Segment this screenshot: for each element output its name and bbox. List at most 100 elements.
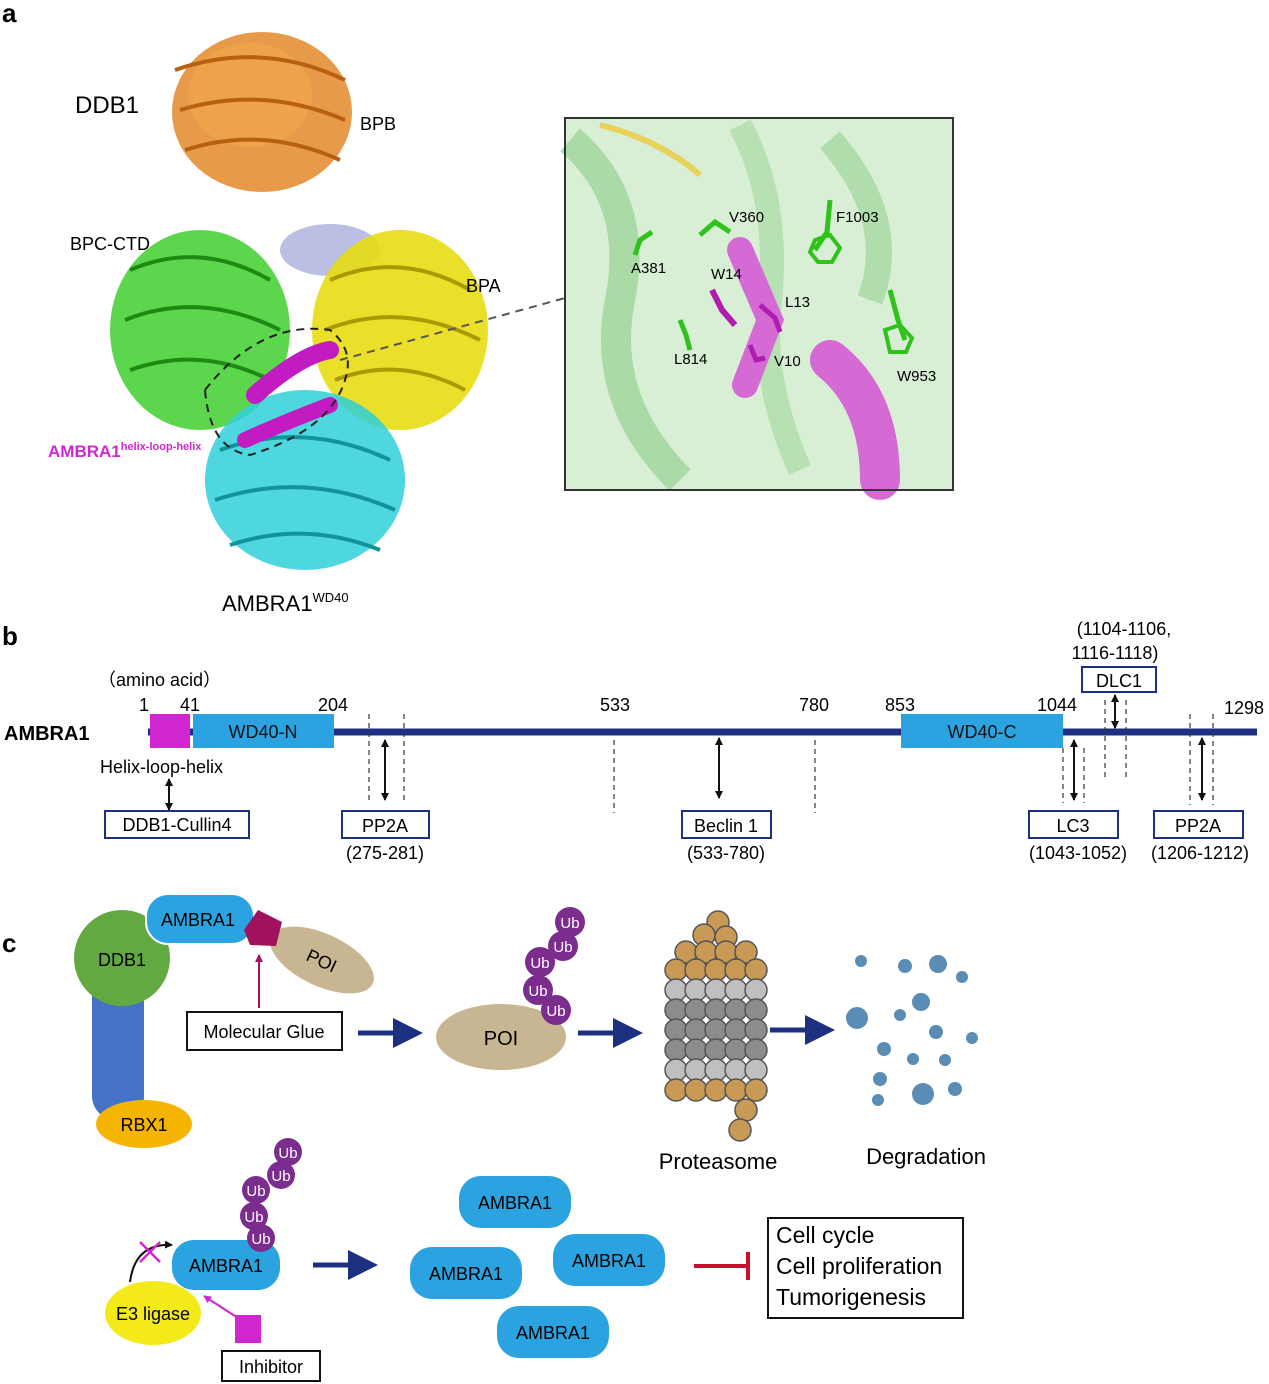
- molecular-glue-shape: [244, 910, 282, 946]
- blocked-cross-icon: [139, 1241, 161, 1263]
- wd40-n-box: [193, 714, 334, 748]
- partner-pp2a-2-range: (1206-1212): [1151, 843, 1249, 863]
- rbx1-ellipse: [96, 1100, 192, 1148]
- position-label: 533: [600, 695, 630, 715]
- partner-ddb1-cullin4: DDB1-Cullin4: [122, 815, 231, 835]
- residue-label: L13: [785, 294, 810, 311]
- ub-chain-bottom: [240, 1138, 302, 1252]
- wd40-n-label: WD40-N: [228, 722, 297, 742]
- position-label: 1044: [1037, 695, 1077, 715]
- outcome-tumorigenesis: Tumorigenesis: [776, 1284, 926, 1310]
- inhibitor-box: [221, 1350, 321, 1382]
- partner-box-dlc1: [1081, 666, 1157, 693]
- partner-pp2a-1: PP2A: [362, 816, 408, 836]
- position-label: 1: [139, 695, 149, 715]
- residue-label: A381: [631, 260, 666, 277]
- residue-label: L814: [674, 351, 707, 368]
- ambra1-node-top-label: AMBRA1: [161, 910, 235, 930]
- ddb1-bpc-ctd-domain: [110, 230, 290, 430]
- ambra1-accumulated-label: AMBRA1: [516, 1323, 590, 1343]
- partner-pp2a-1-range: (275-281): [346, 843, 424, 863]
- wd40-superscript: WD40: [312, 590, 348, 605]
- position-label: 41: [180, 695, 200, 715]
- partner-dlc1: DLC1: [1096, 671, 1142, 691]
- residue-label: V360: [729, 209, 764, 226]
- bpa-label: BPA: [466, 276, 501, 296]
- ambra1-node-inhibited-label: AMBRA1: [189, 1256, 263, 1276]
- residue-label: V10: [774, 353, 801, 370]
- partner-beclin1: Beclin 1: [694, 816, 758, 836]
- ambra1-accumulated-1: [459, 1176, 571, 1228]
- ambra1-accumulated-4: [497, 1306, 609, 1358]
- proteasome-shape: [664, 910, 768, 1142]
- hlh-domain-box: [150, 714, 190, 748]
- partner-dlc1-range-2: 1116-1118): [1072, 643, 1159, 663]
- poi-ellipse: [436, 1004, 566, 1070]
- inhibitor-arrow: [203, 1295, 239, 1319]
- residue-label: W14: [711, 266, 742, 283]
- ub-label: Ub: [278, 1145, 297, 1162]
- ub-label: Ub: [553, 939, 572, 956]
- bpc-ctd-label: BPC-CTD: [70, 234, 150, 254]
- molecular-glue-label: Molecular Glue: [203, 1022, 324, 1042]
- ddb1-label: DDB1: [75, 92, 139, 119]
- residue-label: W953: [897, 368, 936, 385]
- partner-dlc1-range-1: (1104-1106,: [1077, 619, 1171, 639]
- ubiquitination-arrow: [129, 1240, 173, 1283]
- partner-beclin1-range: (533-780): [687, 843, 765, 863]
- dashed-guides: [368, 700, 1214, 813]
- ambra1-node-inhibited: [172, 1240, 280, 1290]
- interaction-arrows: [165, 694, 1206, 811]
- outcome-cell-cycle: Cell cycle: [776, 1222, 874, 1248]
- panel-c-label: c: [2, 928, 16, 958]
- ambra1-hlh-helices: [237, 341, 339, 448]
- ub-label: Ub: [271, 1168, 290, 1185]
- ddb1-circle: [74, 910, 170, 1006]
- ddb1-bpb-domain: [172, 32, 352, 192]
- bpb-label: BPB: [360, 114, 396, 134]
- degradation-label: Degradation: [866, 1144, 986, 1169]
- ambra1-accumulated-label: AMBRA1: [478, 1193, 552, 1213]
- structure-figure: [110, 32, 488, 570]
- ub-label: Ub: [560, 915, 579, 932]
- outcomes-box: [767, 1217, 964, 1319]
- rbx1-label: RBX1: [120, 1115, 167, 1135]
- poi-label: POI: [484, 1028, 518, 1050]
- ambra1-accumulated-3: [553, 1234, 665, 1286]
- degradation-dots: [846, 955, 978, 1106]
- partner-box-pp2a-2: [1153, 810, 1244, 839]
- partner-box-pp2a-1: [341, 810, 430, 839]
- ub-label: Ub: [546, 1003, 565, 1020]
- panel-b-label: b: [2, 621, 18, 651]
- ub-chain-top: [523, 907, 585, 1025]
- partner-lc3-range: (1043-1052): [1029, 843, 1127, 863]
- proteasome-label: Proteasome: [659, 1149, 778, 1174]
- ambra1-accumulated-label: AMBRA1: [429, 1264, 503, 1284]
- partner-pp2a-2: PP2A: [1175, 816, 1221, 836]
- ambra1-accumulated-2: [410, 1247, 522, 1299]
- zoom-inset: [559, 117, 954, 500]
- partner-box-lc3: [1028, 810, 1119, 839]
- ambra1-accumulated-label: AMBRA1: [572, 1251, 646, 1271]
- amino-acid-note: （amino acid）: [98, 670, 221, 690]
- inhibitor-label: Inhibitor: [239, 1357, 303, 1377]
- poi-ellipse-bound: [270, 926, 374, 994]
- interface-dashed-outline: [203, 327, 349, 457]
- ambra1-hlh-label: AMBRA1helix-loop-helix: [48, 441, 202, 461]
- outcome-cell-proliferation: Cell proliferation: [776, 1253, 942, 1279]
- residue-label: F1003: [836, 209, 879, 226]
- partner-box-ddb1-cullin4: [104, 810, 250, 839]
- ub-label: Ub: [530, 955, 549, 972]
- ddb1-node-label: DDB1: [98, 950, 146, 970]
- hlh-superscript: helix-loop-helix: [121, 441, 203, 453]
- ddb1-bpa-domain: [312, 230, 488, 430]
- partner-box-beclin1: [681, 810, 772, 839]
- zoom-connector-line: [339, 297, 566, 361]
- position-label: 780: [799, 695, 829, 715]
- e3-ligase-label: E3 ligase: [116, 1304, 190, 1324]
- ub-label: Ub: [528, 983, 547, 1000]
- position-label: 204: [318, 695, 348, 715]
- ub-label: Ub: [251, 1231, 270, 1248]
- molecular-glue-box: [186, 1011, 343, 1051]
- wd40-c-box: [901, 714, 1063, 748]
